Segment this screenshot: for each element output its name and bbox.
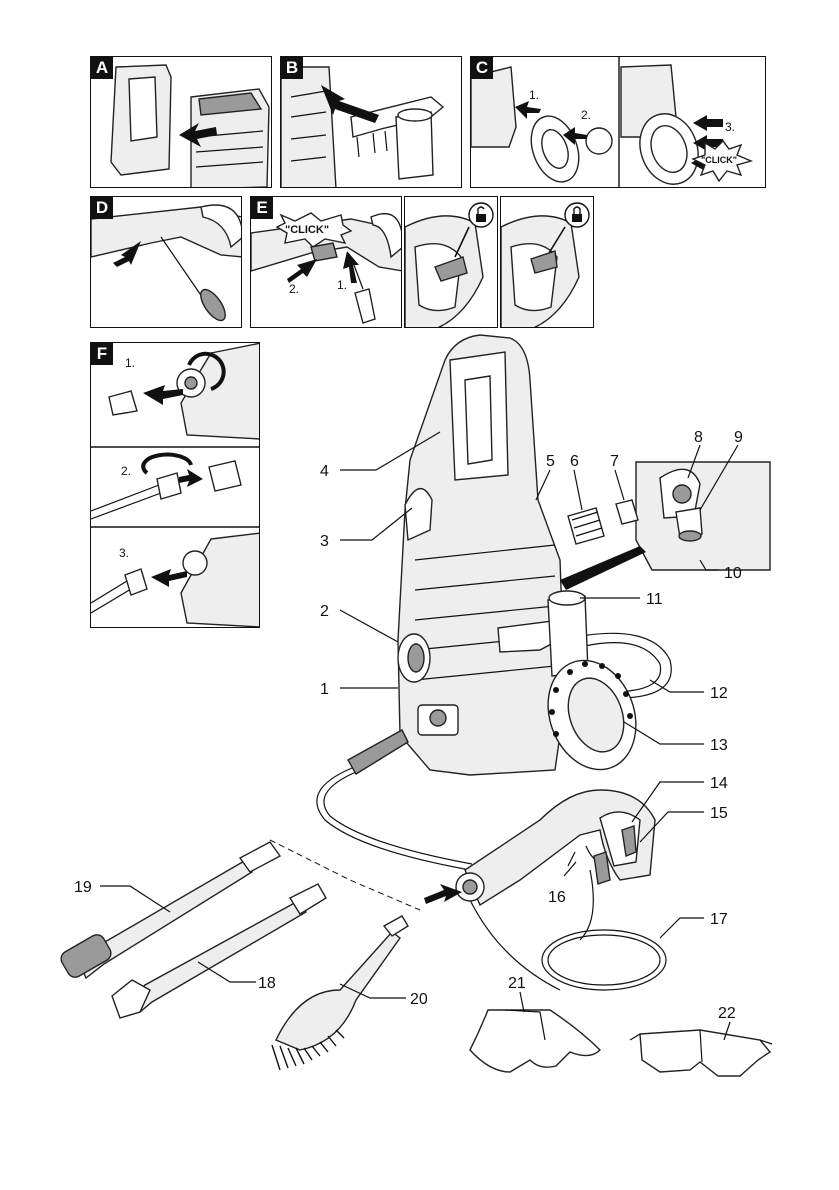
safety-glasses	[640, 1030, 770, 1076]
part-number-7: 7	[610, 453, 619, 470]
gloves	[470, 1010, 600, 1072]
part-number-9: 9	[734, 429, 743, 446]
hp-outlet	[430, 710, 446, 726]
panel-f-tag: F	[91, 343, 113, 365]
part-number-10: 10	[724, 565, 742, 582]
part-number-21: 21	[508, 975, 526, 992]
panel-b-tag: B	[281, 57, 303, 79]
water-inlet-connector	[616, 500, 638, 524]
part-number-13: 13	[710, 737, 728, 754]
part-number-5: 5	[546, 453, 555, 470]
part-number-8: 8	[694, 429, 703, 446]
part-number-18: 18	[258, 975, 276, 992]
panel-c-tag: C	[471, 57, 493, 79]
part-number-2: 2	[320, 603, 329, 620]
part-number-20: 20	[410, 991, 428, 1008]
part-number-12: 12	[710, 685, 728, 702]
part-number-3: 3	[320, 533, 329, 550]
part-number-19: 19	[74, 879, 92, 896]
part-number-15: 15	[710, 805, 728, 822]
part-number-22: 22	[718, 1005, 736, 1022]
garden-hose-coupling	[568, 508, 604, 544]
panel-e-tag: E	[251, 197, 273, 219]
hose-coil-17	[542, 930, 666, 990]
inlet-zoom	[636, 462, 770, 570]
part-number-6: 6	[570, 453, 579, 470]
part-number-16: 16	[548, 889, 566, 906]
panel-d-tag: D	[91, 197, 113, 219]
part-number-14: 14	[710, 775, 728, 792]
part-number-1: 1	[320, 681, 329, 698]
part-number-4: 4	[320, 463, 329, 480]
hp-hose	[317, 768, 470, 870]
panel-a-tag: A	[91, 57, 113, 79]
part-number-17: 17	[710, 911, 728, 928]
part-number-11: 11	[646, 591, 663, 608]
